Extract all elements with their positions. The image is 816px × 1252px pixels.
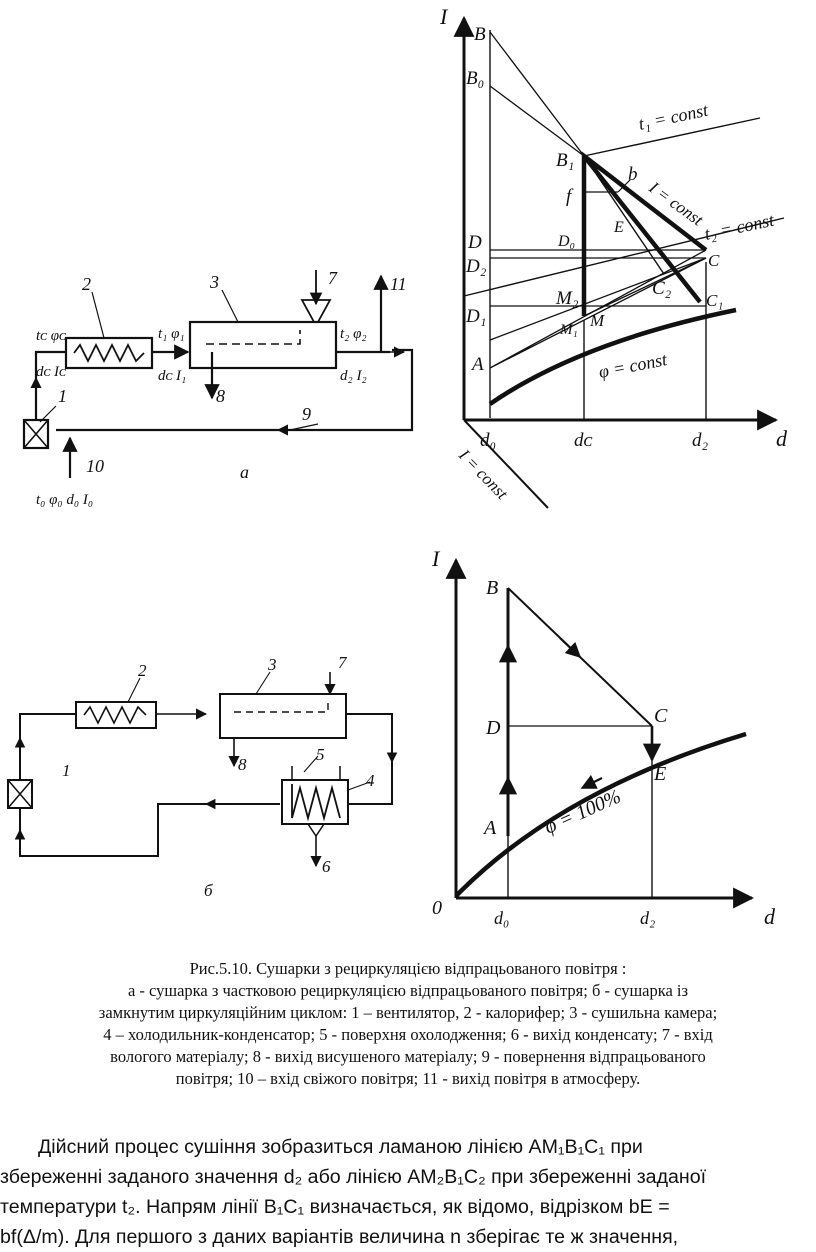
point-c: C <box>708 251 720 270</box>
point-b-small: b <box>628 164 638 185</box>
tick-d0: d₀ <box>480 430 496 451</box>
fan-1 <box>22 418 50 450</box>
label-1-b: 1 <box>62 761 71 780</box>
heater-in-bottom: dᴄ Iᴄ <box>36 364 66 380</box>
point-a-b: A <box>482 817 497 839</box>
curve-phi-100: φ = 100% <box>541 785 624 838</box>
point-d: D <box>467 232 482 253</box>
label-7-b: 7 <box>338 653 348 672</box>
diagram-b-phi-curve <box>454 731 747 898</box>
body-line-3: температури t₂. Напрям лінії B₁C₁ визнач… <box>0 1196 670 1218</box>
label-3: 3 <box>209 272 219 292</box>
point-m1: M₁ <box>559 322 578 338</box>
point-c2: C₂ <box>652 278 672 299</box>
diagram-a-process-2 <box>582 154 702 304</box>
curve-t2: t₂ = const <box>703 210 777 244</box>
label-2-b: 2 <box>138 661 147 680</box>
diagram-a-axis-skew <box>463 419 549 509</box>
figure-5-10: 2 3 7 11 8 9 1 10 t₀ φ₀ d₀ I₀ tᴄ φᴄ dᴄ I… <box>7 4 788 929</box>
label-10: 10 <box>86 456 104 476</box>
point-d0: D₀ <box>557 233 575 250</box>
curve-i-const: I = const <box>645 177 708 230</box>
caption-line-1: Рис.5.10. Сушарки з рециркуляцією відпра… <box>189 959 627 978</box>
chamber-in-top: t₁ φ₁ <box>158 326 185 342</box>
drying-chamber-3-b <box>219 693 347 739</box>
label-7: 7 <box>328 268 338 288</box>
axis-skew-label: I = const <box>454 445 512 504</box>
heater-2 <box>64 336 154 370</box>
origin-0: 0 <box>432 897 442 919</box>
scheme-b-labels: 1 2 3 7 8 5 4 6 б <box>62 653 375 900</box>
label-2: 2 <box>82 274 91 294</box>
label-4-b: 4 <box>366 771 375 790</box>
tick-d2-b: d₂ <box>640 908 655 928</box>
point-b-b: B <box>486 577 498 599</box>
diagram-a-labels: I B B₀ B₁ f b E D₀ D D₂ D₁ M₂ M₁ M C C₂ … <box>439 4 788 504</box>
diagram-b <box>445 557 755 909</box>
point-m2: M₂ <box>555 288 579 309</box>
body-line-1: Дійсний процес сушіння зобразиться ламан… <box>38 1136 643 1158</box>
scheme-a-letter: а <box>240 462 249 482</box>
tick-d0-b: d₀ <box>494 908 509 928</box>
diagram-a <box>453 15 785 509</box>
point-c-b: C <box>654 705 668 727</box>
caption-line-3: замкнутим циркуляційним циклом: 1 – вент… <box>98 1003 718 1022</box>
point-b: B <box>474 24 486 45</box>
point-e: E <box>613 219 624 236</box>
diagram-a-phi-curve <box>488 307 737 406</box>
label-8-b: 8 <box>238 755 247 774</box>
caption-line-5: вологого матеріалу; 8 - вихід висушеного… <box>110 1047 706 1066</box>
fan-1-b <box>7 779 33 809</box>
scheme-a-labels: 2 3 7 11 8 9 1 10 t₀ φ₀ d₀ I₀ tᴄ φᴄ dᴄ I… <box>36 268 407 508</box>
diagram-b-label-i: I <box>431 546 441 571</box>
point-b0: B₀ <box>466 68 484 89</box>
point-d2: D₂ <box>465 256 487 277</box>
diagram-b-label-d: d <box>764 904 776 929</box>
caption-line-4: 4 – холодильник-конденсатор; 5 - поверхн… <box>103 1025 713 1044</box>
figure-caption: Рис.5.10. Сушарки з рециркуляцією відпра… <box>10 958 806 1090</box>
body-line-2: збереженні заданого значення d₂ або ліні… <box>0 1166 707 1188</box>
point-e-b: E <box>653 763 666 785</box>
label-5-b: 5 <box>316 745 325 764</box>
point-d1: D₁ <box>465 306 486 327</box>
heater-in-top: tᴄ φᴄ <box>36 328 66 344</box>
point-m: M <box>589 311 605 330</box>
tick-d2: d₂ <box>692 430 709 451</box>
point-f: f <box>566 186 574 207</box>
label-8: 8 <box>216 386 225 406</box>
point-a: A <box>470 354 484 375</box>
label-9: 9 <box>302 404 311 424</box>
fan-outlet-line <box>34 350 66 420</box>
return-line-9 <box>56 348 414 432</box>
chamber-out-top: t₂ φ₂ <box>340 326 367 342</box>
curve-t1: t₁ = const <box>637 100 711 134</box>
scheme-a <box>22 270 414 478</box>
heater-2-b <box>75 701 157 729</box>
body-line-4: bf(Δ/m). Для першого з даних варіантів в… <box>0 1226 679 1248</box>
drying-chamber-3 <box>188 320 338 370</box>
point-c1: C₁ <box>706 291 723 310</box>
point-d-b: D <box>485 717 501 739</box>
label-1: 1 <box>58 386 67 406</box>
scheme-b-letter: б <box>204 881 213 900</box>
curve-phi-const: φ = const <box>597 349 670 382</box>
caption-line-2: а - сушарка з частковою рециркуляцією ві… <box>127 981 689 1000</box>
scheme-b <box>7 671 398 868</box>
diagram-a-label-i: I <box>439 4 449 29</box>
chamber-out-bottom: d₂ I₂ <box>340 368 367 384</box>
label-3-b: 3 <box>267 655 277 674</box>
chamber-in-bottom: dᴄ I₁ <box>158 368 186 384</box>
condenser-4 <box>281 779 349 825</box>
body-paragraph: Дійсний процес сушіння зобразиться ламан… <box>0 1132 812 1252</box>
label-6-b: 6 <box>322 857 331 876</box>
label-11: 11 <box>390 274 407 294</box>
tick-dc: dᴄ <box>574 430 593 451</box>
inlet-params: t₀ φ₀ d₀ I₀ <box>36 492 93 508</box>
caption-line-6: повітря; 10 – вхід свіжого повітря; 11 -… <box>175 1069 641 1088</box>
diagram-a-label-d: d <box>776 426 788 451</box>
point-b1: B₁ <box>556 150 574 171</box>
